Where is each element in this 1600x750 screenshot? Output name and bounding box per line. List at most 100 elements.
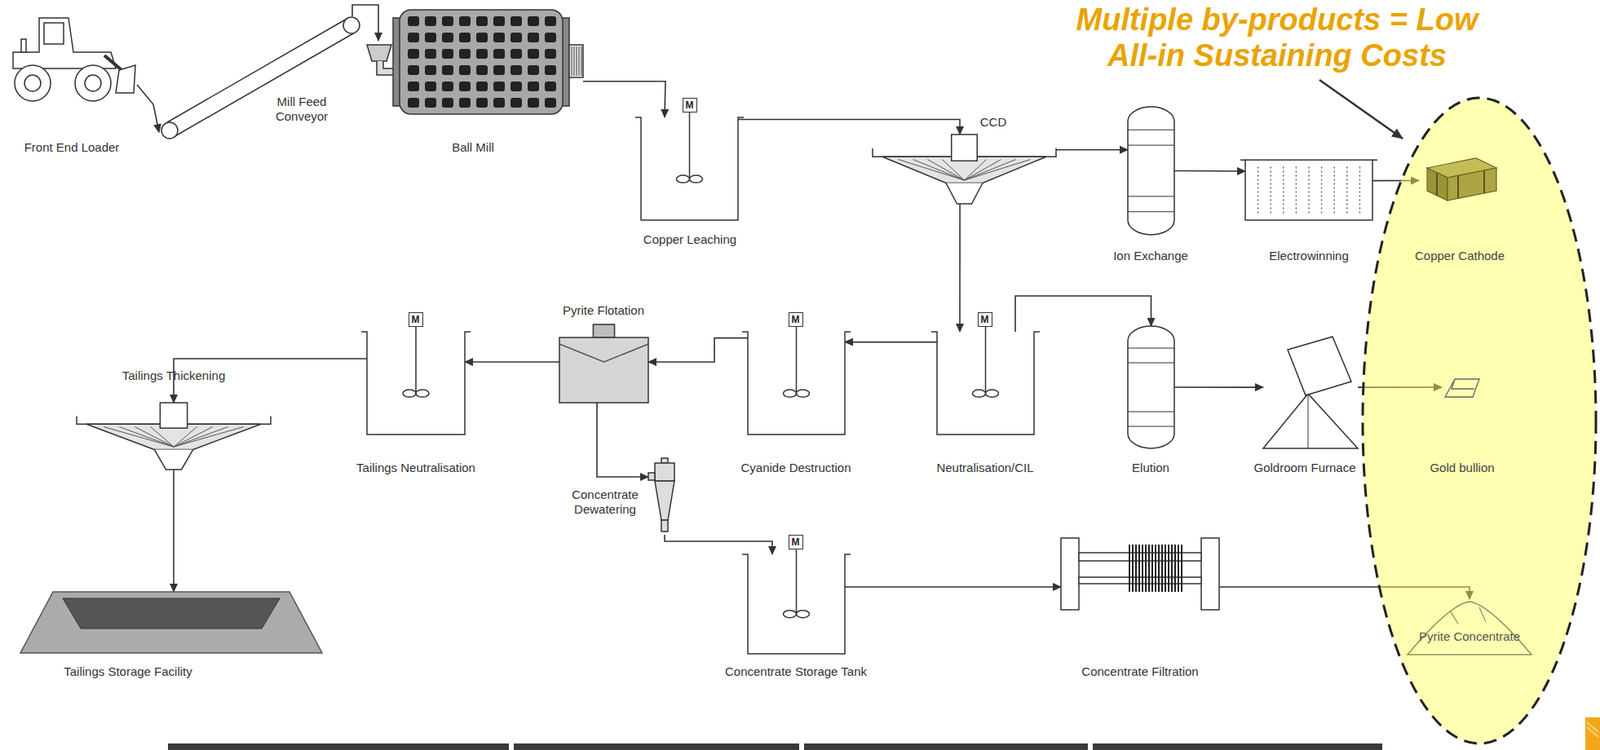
cyclone-icon	[648, 463, 681, 535]
flot-icon	[559, 324, 649, 403]
loader-part	[84, 75, 102, 92]
equipment-label: Concentrate Filtration	[1081, 664, 1198, 680]
filter-part	[1158, 544, 1160, 593]
filter-part	[1128, 544, 1131, 593]
pile-icon	[1404, 599, 1535, 655]
column-part	[1127, 145, 1175, 146]
mill-part	[424, 81, 437, 92]
equipment-node: Tailings Thickening	[76, 402, 271, 470]
filter-part	[1148, 544, 1150, 593]
mill-part	[527, 48, 540, 59]
thick-part	[154, 449, 194, 470]
tsf-icon	[20, 592, 323, 654]
ew-part	[1359, 166, 1362, 213]
cathode-part	[1436, 170, 1485, 199]
mill-part	[510, 65, 522, 76]
cyclone-part	[654, 481, 675, 521]
ew-part	[1269, 166, 1272, 213]
mill-part	[424, 16, 437, 27]
flow-connector	[844, 586, 1061, 588]
bullion-icon	[1441, 371, 1483, 406]
equipment-label: Copper Cathode	[1414, 248, 1505, 264]
equipment-label: Gold bullion	[1429, 460, 1494, 476]
mill-part	[424, 32, 437, 43]
filter-part	[1174, 544, 1176, 593]
furnace-part	[1308, 393, 1309, 449]
mill-part	[527, 81, 540, 92]
furnace-part	[1263, 393, 1358, 449]
motor-symbol: M	[682, 97, 698, 113]
equipment-node: Concentrate Dewatering	[648, 463, 681, 535]
equipment-node: Gold bullion	[1441, 371, 1483, 406]
mill-part	[441, 65, 454, 76]
equipment-label: Pyrite Concentrate	[1418, 629, 1521, 645]
thick-icon	[76, 402, 271, 470]
flow-connector	[137, 84, 160, 133]
mill-part	[476, 48, 488, 59]
thick-part	[173, 427, 229, 448]
thick-icon	[872, 134, 1057, 204]
cathode-part	[1447, 167, 1497, 201]
mill-part	[527, 32, 540, 43]
equipment-node: Front End Loader	[6, 9, 138, 104]
equipment-label: Copper Leaching	[643, 232, 737, 248]
column-part	[1127, 106, 1175, 235]
thick-part	[173, 427, 213, 448]
loader-part	[44, 22, 64, 45]
filter-part	[1167, 544, 1170, 593]
tank-icon	[747, 554, 845, 655]
column-part	[1127, 362, 1175, 364]
motor-symbol: M	[408, 312, 424, 328]
mill-part	[510, 97, 522, 108]
conveyor-part	[343, 17, 360, 34]
motor-symbol: M	[788, 534, 804, 550]
equipment-label: Concentrate Storage Tank	[724, 664, 867, 680]
thick-part	[119, 427, 174, 448]
column-icon	[1127, 106, 1175, 235]
filter-icon	[1060, 538, 1220, 610]
equipment-node: Mill Feed Conveyor	[159, 16, 363, 146]
mill-part	[544, 97, 557, 108]
flow-connector	[1056, 149, 1128, 151]
conveyor-part	[161, 122, 178, 139]
conveyor-part	[173, 32, 355, 138]
cyclone-part	[654, 463, 675, 482]
cyclone-part	[648, 472, 655, 481]
filter-part	[1135, 544, 1137, 593]
ew-part	[1257, 166, 1260, 213]
filter-part	[1144, 544, 1147, 593]
mill-part	[424, 65, 437, 76]
tank-part	[676, 175, 690, 183]
ew-part	[1321, 166, 1323, 213]
equipment-label: Mill Feed Conveyor	[256, 94, 347, 124]
mill-part	[569, 44, 584, 78]
cyclone-part	[661, 520, 668, 532]
mill-part	[493, 48, 505, 59]
mill-part	[441, 32, 454, 43]
mill-part	[493, 97, 505, 108]
mill-part	[544, 16, 557, 27]
flow-connector	[1174, 170, 1246, 173]
tank-part	[985, 389, 999, 398]
mill-part	[527, 16, 540, 27]
thick-part	[942, 159, 965, 182]
corner-logo	[1586, 722, 1599, 738]
loader-part	[14, 65, 51, 102]
equipment-node: Copper Cathode	[1418, 153, 1501, 204]
flow-connector	[1174, 386, 1264, 389]
mill-part	[459, 97, 471, 108]
mill-part	[476, 32, 488, 43]
equipment-node: Tailings Neutralisation	[366, 331, 465, 435]
mill-part	[579, 46, 580, 76]
column-part	[1127, 195, 1175, 197]
mill-part	[407, 48, 420, 59]
column-part	[1127, 211, 1175, 213]
loader-icon	[6, 9, 138, 104]
leader-arrow	[1319, 79, 1403, 139]
thick-part	[964, 159, 1017, 182]
mill-part	[493, 32, 505, 43]
equipment-node: Tailings Storage Facility	[20, 592, 323, 654]
thick-part	[150, 427, 174, 448]
mill-part	[544, 32, 557, 43]
mill-part	[571, 46, 573, 76]
